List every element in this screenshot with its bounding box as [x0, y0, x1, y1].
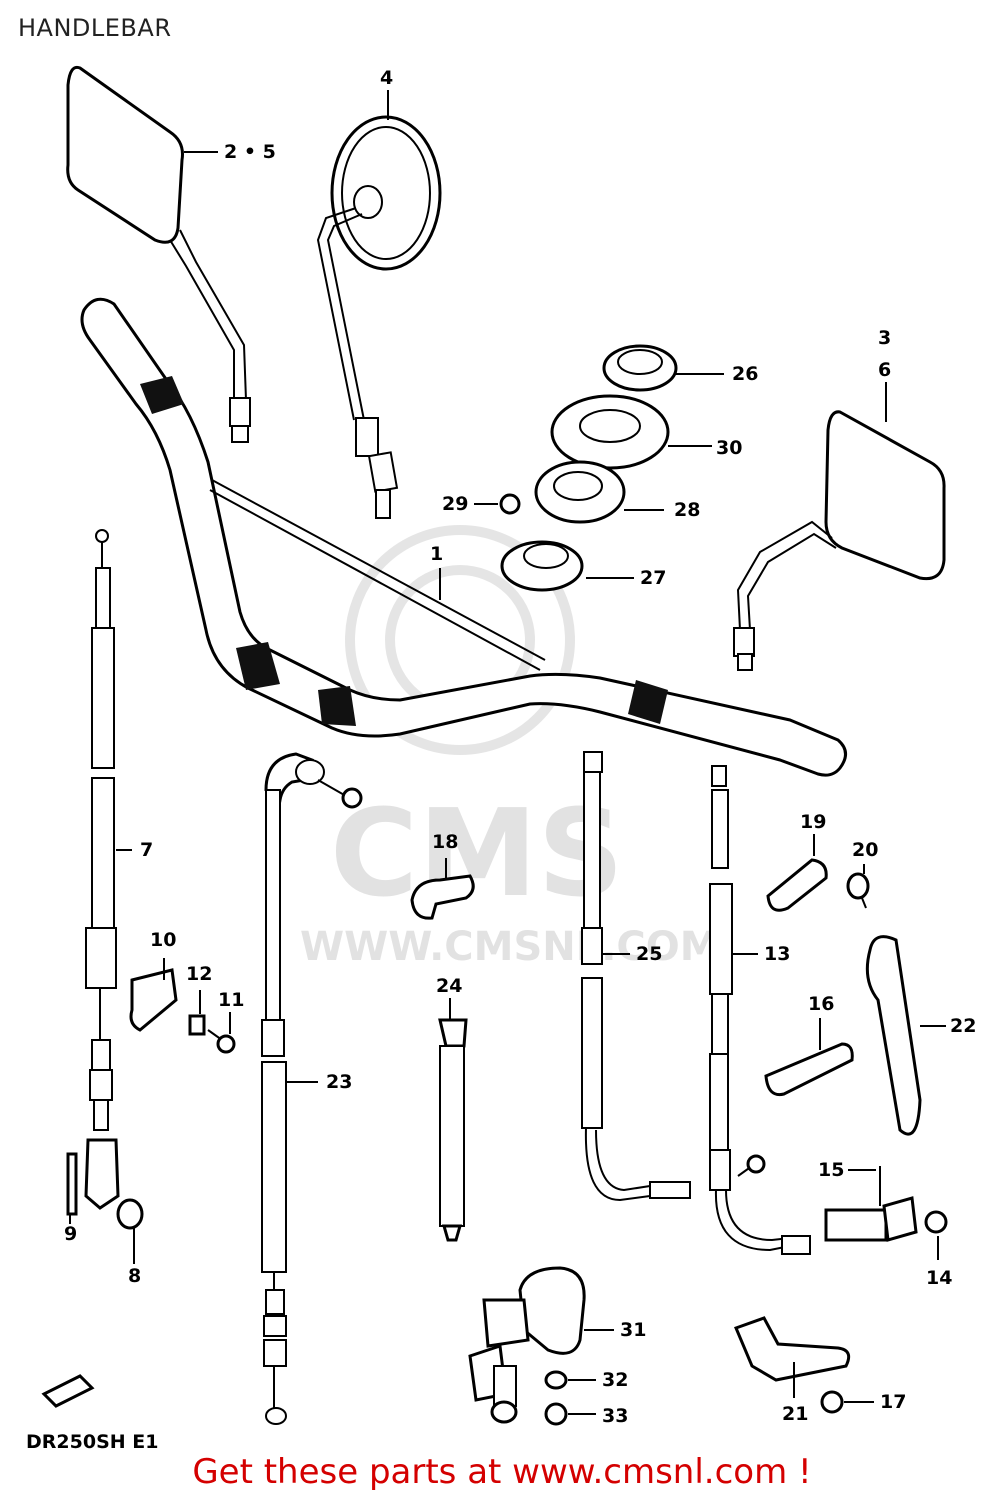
handlebar[interactable]: [80, 297, 847, 777]
nut-12[interactable]: [188, 1014, 206, 1036]
bracket-21[interactable]: [734, 1316, 851, 1382]
band-24[interactable]: [438, 1018, 468, 1242]
model-code: DR250SH E1: [26, 1431, 158, 1450]
cable-25[interactable]: [581, 751, 691, 1202]
callout-9: 9: [64, 1223, 77, 1245]
watermark-url-text: WWW.CMSNL.COM: [300, 924, 720, 970]
callout-21: 21: [782, 1403, 808, 1425]
callout-labels: 1 2 • 5 3 6 4 7 8 9 10 11 12 13 14 15 16…: [64, 67, 976, 1427]
callout-4: 4: [380, 67, 393, 89]
callout-1: 1: [430, 543, 443, 565]
handlebar-holder-upper[interactable]: [602, 344, 678, 392]
callout-28: 28: [674, 499, 700, 521]
callout-15: 15: [818, 1159, 844, 1181]
handlebar-holder-lower[interactable]: [500, 540, 584, 592]
screw-33[interactable]: [544, 1402, 568, 1426]
callout-27: 27: [640, 567, 666, 589]
strap-22[interactable]: [865, 935, 922, 1136]
callout-16: 16: [808, 993, 834, 1015]
screw-20[interactable]: [846, 872, 870, 909]
callout-33: 33: [602, 1405, 628, 1427]
pin-9[interactable]: [66, 1152, 78, 1216]
callout-26: 26: [732, 363, 758, 385]
callout-20: 20: [852, 839, 878, 861]
mirror-center-round[interactable]: [316, 115, 442, 519]
cms-watermark: CMS WWW.CMSNL.COM: [300, 525, 720, 970]
callout-8: 8: [128, 1265, 141, 1287]
callout-18: 18: [432, 831, 458, 853]
leader-lines: [69, 90, 946, 1415]
callout-29: 29: [442, 493, 468, 515]
clamp-10[interactable]: [129, 968, 178, 1032]
screw-11[interactable]: [207, 1029, 236, 1054]
callout-30: 30: [716, 437, 742, 459]
cable-23[interactable]: [261, 752, 363, 1425]
callout-11: 11: [218, 989, 244, 1011]
watermark-logo-text: CMS: [330, 785, 624, 924]
callout-19: 19: [800, 811, 826, 833]
callout-22: 22: [950, 1015, 976, 1037]
cable-7[interactable]: [84, 529, 120, 1210]
clamp-18[interactable]: [410, 874, 475, 920]
decal-shape: [41, 1374, 95, 1408]
callout-17: 17: [880, 1391, 906, 1413]
clamp-19[interactable]: [766, 858, 828, 912]
callout-12: 12: [186, 963, 212, 985]
parts-diagram: CMS WWW.CMSNL.COM: [26, 65, 976, 1450]
callout-7: 7: [140, 839, 153, 861]
nut-29[interactable]: [499, 493, 521, 515]
callout-23: 23: [326, 1071, 352, 1093]
callout-25: 25: [636, 943, 662, 965]
cable-13[interactable]: [709, 765, 811, 1255]
page-title: HANDLEBAR: [18, 14, 172, 42]
callout-10: 10: [150, 929, 176, 951]
callout-14: 14: [926, 1267, 952, 1289]
callout-3: 3: [878, 327, 891, 349]
callout-32: 32: [602, 1369, 628, 1391]
callout-24: 24: [436, 975, 462, 997]
callout-6: 6: [878, 359, 891, 381]
guide-16[interactable]: [764, 1042, 854, 1097]
footer-shop-link[interactable]: Get these parts at www.cmsnl.com !: [192, 1452, 812, 1492]
mirror-left-rect[interactable]: [66, 65, 251, 443]
cushion-washer[interactable]: [550, 394, 670, 470]
washer-8[interactable]: [116, 1198, 144, 1230]
nut-14[interactable]: [924, 1210, 948, 1234]
callout-31: 31: [620, 1319, 646, 1341]
callout-13: 13: [764, 943, 790, 965]
cushion-lower[interactable]: [534, 460, 626, 524]
screw-17[interactable]: [820, 1390, 844, 1414]
mirror-right-rect[interactable]: [733, 410, 946, 671]
washer-32[interactable]: [544, 1370, 568, 1390]
adjuster-15[interactable]: [824, 1166, 918, 1242]
callout-2-5: 2 • 5: [224, 141, 276, 163]
ignition-switch-31[interactable]: [468, 1266, 586, 1424]
